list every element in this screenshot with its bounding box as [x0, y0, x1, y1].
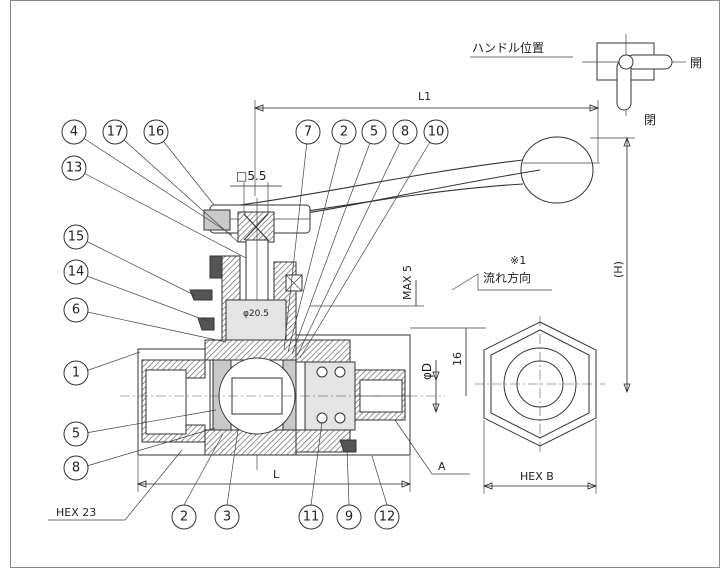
svg-text:2: 2 [180, 510, 188, 525]
phi20-5-label: φ20.5 [243, 309, 269, 319]
svg-text:5: 5 [72, 427, 80, 442]
callout-1: 1 [63, 360, 89, 386]
svg-text:16: 16 [148, 125, 165, 140]
callout-17: 17 [102, 119, 128, 145]
svg-text:9: 9 [345, 510, 353, 525]
callout-9: 9 [336, 504, 362, 530]
callout-12: 12 [374, 504, 400, 530]
drawing-frame [10, 0, 720, 568]
svg-text:3: 3 [223, 510, 231, 525]
callout-5-top: 5 [361, 119, 387, 145]
dimensions [48, 100, 635, 521]
callout-6: 6 [63, 297, 89, 323]
callout-circles: 4 17 16 13 15 14 6 1 5 8 7 2 5 8 10 2 3 … [61, 119, 449, 530]
dim16-label: 16 [451, 352, 464, 366]
svg-text:5: 5 [370, 125, 378, 140]
callout-16: 16 [143, 119, 169, 145]
callout-10: 10 [423, 119, 449, 145]
svg-text:14: 14 [68, 265, 85, 280]
max5-label: MAX 5 [401, 265, 414, 300]
l1-label: L1 [418, 90, 431, 103]
a-label: A [438, 460, 446, 473]
h-label: (H) [612, 261, 625, 278]
hex23-label: HEX 23 [56, 506, 96, 519]
l-label: L [273, 468, 280, 481]
handle-position-label: ハンドル位置 [472, 40, 544, 55]
stem-assembly: φ20.5 [189, 198, 303, 470]
callout-11: 11 [298, 504, 324, 530]
callout-4: 4 [61, 119, 87, 145]
callout-7: 7 [295, 119, 321, 145]
callout-15: 15 [63, 224, 89, 250]
svg-text:8: 8 [72, 461, 80, 476]
svg-text:13: 13 [66, 161, 83, 176]
callout-5-left: 5 [63, 421, 89, 447]
valve-body [137, 334, 411, 456]
flow-direction-label: 流れ方向 [483, 270, 531, 285]
closed-label: 閉 [644, 113, 656, 127]
svg-text:17: 17 [107, 125, 124, 140]
svg-text:10: 10 [428, 125, 445, 140]
svg-text:11: 11 [303, 510, 320, 525]
note-mark: ※1 [510, 254, 526, 267]
callout-3: 3 [214, 504, 240, 530]
leader-lines [73, 131, 437, 506]
svg-text:15: 15 [68, 230, 85, 245]
callout-8-top: 8 [392, 119, 418, 145]
svg-text:6: 6 [72, 303, 80, 318]
hex-end-view [474, 316, 606, 452]
svg-text:4: 4 [70, 125, 78, 140]
square-label: □5.5 [236, 169, 266, 183]
svg-text:1: 1 [72, 366, 80, 381]
hexb-label: HEX B [520, 470, 554, 483]
callout-13: 13 [61, 155, 87, 181]
svg-text:8: 8 [401, 125, 409, 140]
callout-8-left: 8 [63, 455, 89, 481]
callout-14: 14 [63, 259, 89, 285]
callout-2-top: 2 [331, 119, 357, 145]
callout-2-bottom: 2 [171, 504, 197, 530]
handle-position-inset [470, 34, 686, 116]
open-label: 開 [690, 56, 702, 70]
phid-label: φD [420, 363, 434, 380]
svg-text:7: 7 [304, 125, 312, 140]
svg-text:2: 2 [340, 125, 348, 140]
text-labels: ハンドル位置 開 閉 L1 □5.5 ※1 流れ方向 MAX 5 (H) φD … [56, 40, 702, 519]
svg-text:12: 12 [379, 510, 396, 525]
